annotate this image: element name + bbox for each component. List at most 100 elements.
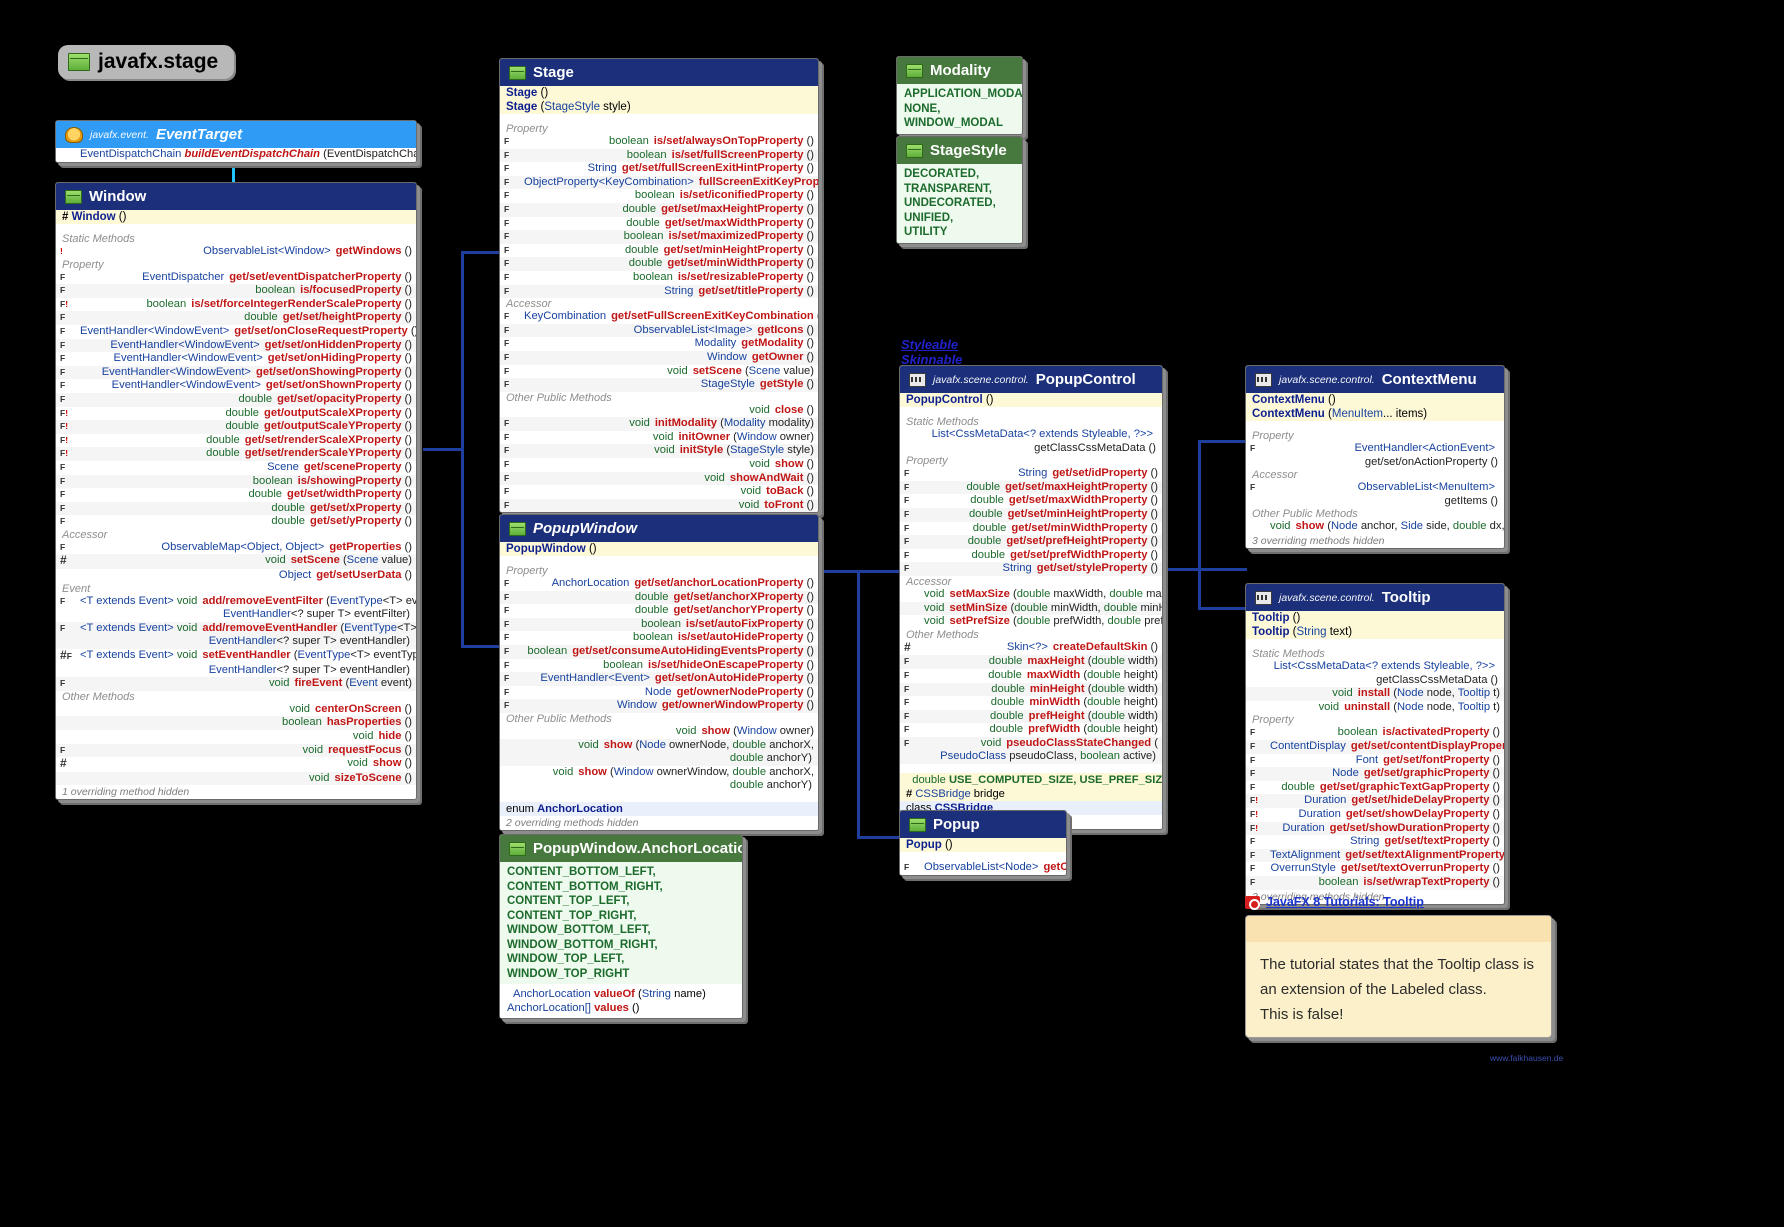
class-name-popupcontrol: PopupControl	[1035, 371, 1136, 388]
enum-value: TRANSPARENT,	[904, 182, 992, 195]
modifier-marker: F	[60, 353, 66, 364]
modifier-marker: F	[904, 656, 910, 667]
member-type: EventHandler<WindowEvent>	[101, 365, 251, 378]
modifier-marker	[58, 569, 80, 583]
section-event-window: Event	[56, 582, 416, 595]
enum-box-anchorlocation[interactable]: PopupWindow.AnchorLocation CONTENT_BOTTO…	[499, 834, 743, 1019]
modifier-marker: F	[60, 380, 66, 391]
enum-box-modality[interactable]: Modality APPLICATION_MODAL,NONE,WINDOW_M…	[896, 56, 1023, 135]
modifier-marker: F	[1250, 836, 1256, 847]
constructor-row: # Window ()	[56, 210, 416, 224]
modifier-marker: F	[1250, 768, 1256, 779]
member-type: Node	[1332, 767, 1359, 780]
section-property-contextmenu: Property	[1246, 430, 1504, 442]
member-name: is/set/iconifiedProperty ()	[679, 189, 814, 202]
modifier-marker: F	[1250, 863, 1256, 874]
class-box-stage[interactable]: Stage Stage ()Stage (StageStyle style) P…	[499, 58, 819, 514]
constructor-list-stage: Stage ()Stage (StageStyle style)	[500, 86, 818, 114]
enum-value: WINDOW_TOP_LEFT,	[507, 953, 625, 965]
modifier-marker: F	[60, 622, 66, 633]
modifier-marker: F	[60, 678, 66, 689]
section-accessor-window: Accessor	[56, 528, 416, 541]
class-box-popup[interactable]: Popup Popup () FObservableList<Node>getC…	[899, 810, 1067, 876]
class-package-contextmenu: javafx.scene.control.	[1279, 373, 1375, 386]
enum-values-stagestyle: DECORATED,TRANSPARENT,UNDECORATED,UNIFIE…	[897, 164, 1022, 243]
member-name: add/removeEventHandler (EventType<T> eve…	[202, 621, 417, 634]
member-type: AnchorLocation	[551, 577, 630, 589]
class-box-tooltip[interactable]: javafx.scene.control. Tooltip Tooltip ()…	[1245, 583, 1505, 905]
enum-box-stagestyle[interactable]: StageStyle DECORATED,TRANSPARENT,UNDECOR…	[896, 136, 1023, 244]
modifier-marker: F	[904, 522, 910, 533]
package-title: javafx.stage	[58, 45, 235, 79]
modifier-marker: F	[504, 632, 510, 643]
control-icon-tooltip	[1255, 590, 1272, 605]
modifier-marker: F	[504, 700, 510, 711]
section-property-stage: Property	[500, 123, 818, 135]
member-type: <T extends Event> void	[80, 621, 198, 634]
member-type: void	[749, 403, 770, 416]
member-name: setScene (Scene value)	[290, 554, 412, 567]
member-type: double	[634, 604, 669, 617]
member-name: is/set/autoHideProperty ()	[677, 631, 814, 644]
modifier-marker: F	[60, 541, 66, 552]
nested-enum-popupwindow[interactable]: enum AnchorLocation	[500, 801, 818, 816]
class-box-popupcontrol[interactable]: javafx.scene.control. PopupControl Popup…	[899, 365, 1163, 831]
modifier-marker: F	[504, 190, 510, 201]
member-name: fireEvent (Event event)	[294, 677, 412, 690]
modifier-marker: F	[1250, 482, 1256, 493]
member-name: get/set/anchorXProperty ()	[673, 590, 815, 603]
modifier-marker: F	[904, 669, 910, 680]
member-name: get/outputScaleXProperty ()	[264, 406, 412, 419]
member-type: void	[704, 471, 725, 484]
member-type: boolean	[527, 644, 568, 657]
member-name: getContent ()	[1043, 861, 1066, 873]
modifier-marker: F	[60, 393, 66, 404]
member-name: show (Node ownerNode, double anchorX,	[603, 738, 814, 751]
interface-label-styleable[interactable]: Styleable Skinnable	[901, 337, 962, 367]
member-name: maxHeight (double width)	[1027, 655, 1158, 668]
member-name: get/set/anchorYProperty ()	[673, 604, 815, 617]
section-otherpub-popupwindow: Other Public Methods	[500, 712, 818, 725]
member-name: get/set/renderScaleXProperty ()	[244, 433, 412, 446]
section-property-popupcontrol: Property	[900, 455, 1162, 468]
class-box-eventtarget[interactable]: javafx.event. EventTarget EventDispatchC…	[55, 120, 417, 163]
modifier-marker: F	[60, 489, 66, 500]
class-icon-popup	[909, 817, 926, 832]
modifier-marker: F	[504, 605, 510, 616]
modifier-marker	[58, 703, 80, 717]
enum-operation-row: AnchorLocation valueOf (String name)	[513, 988, 706, 1000]
enum-value: CONTENT_BOTTOM_LEFT,	[507, 866, 656, 878]
member-type: boolean	[623, 230, 664, 243]
tutorial-link[interactable]: JavaFX 8 Tutorials: Tooltip	[1245, 895, 1424, 910]
member-name: get/setFullScreenExitKeyCombination ()	[611, 310, 818, 323]
modifier-marker	[902, 615, 924, 629]
member-name: get/set/onAutoHideProperty ()	[654, 672, 814, 685]
member-row-continuation: get/set/onActionProperty ()	[1246, 455, 1504, 470]
connector-eventtarget-v	[232, 160, 235, 196]
modifier-marker: F	[504, 217, 510, 228]
member-name: get/set/textProperty ()	[1384, 835, 1500, 848]
member-name: setEventHandler (EventType<T> eventType,	[202, 649, 416, 662]
class-box-window[interactable]: Window # Window () Static Methods !Obser…	[55, 182, 417, 801]
modifier-marker: F	[504, 365, 510, 376]
member-name: get/set/widthProperty ()	[287, 488, 412, 501]
class-box-contextmenu[interactable]: javafx.scene.control. ContextMenu Contex…	[1245, 365, 1505, 549]
footer-contextmenu: 3 overriding methods hidden	[1246, 533, 1504, 548]
member-name: get/set/minWidthProperty ()	[667, 257, 814, 270]
modifier-marker: F	[504, 203, 510, 214]
class-name-popupwindow: PopupWindow	[533, 520, 638, 537]
modifier-marker: F	[904, 563, 910, 574]
